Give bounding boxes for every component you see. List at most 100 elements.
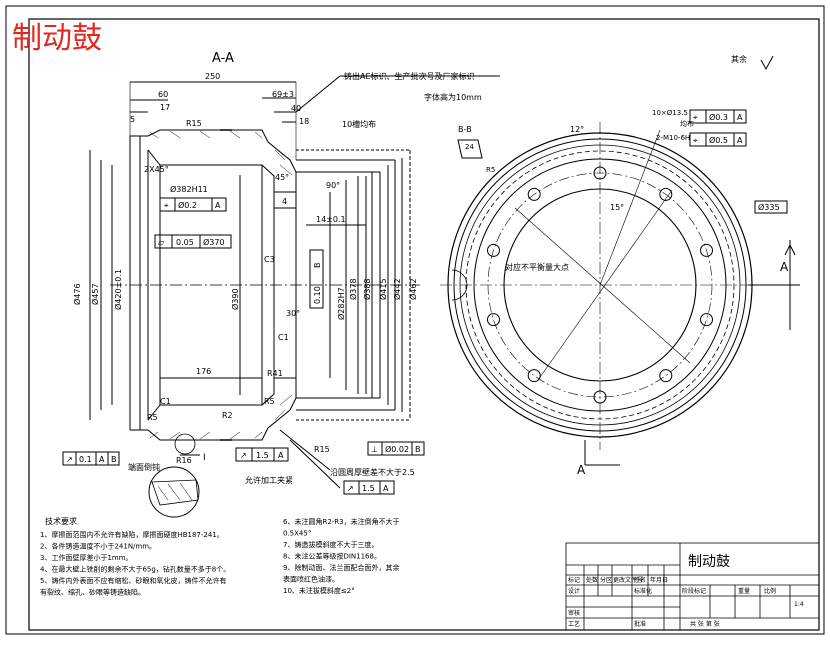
svg-text:A: A [383, 484, 389, 493]
tech-requirements-right: 6、未注圆角R2-R3，未注倒角不大于 0.5X45° 7、铸造拔模斜度不大于三度… [283, 517, 400, 595]
bolt-hole [487, 243, 500, 257]
section-label: A-A [212, 51, 234, 66]
svg-text:Ø0.5: Ø0.5 [709, 135, 728, 145]
dim-382: Ø382H11 [170, 184, 208, 194]
dim-17: 17 [160, 103, 170, 112]
dim-phi378: Ø378 [348, 278, 358, 300]
svg-text:B: B [111, 455, 117, 464]
tech-requirements-left: 1、摩擦面范围内不允许有缺陷，摩擦面硬度HB187-241。2、各件铸造温度不小… [40, 530, 230, 597]
tech-req-line: 0.5X45° [283, 530, 311, 538]
evenly-note: 均布 [680, 119, 694, 128]
tb-stage: 阶段标记 [682, 587, 706, 595]
section-view [89, 75, 500, 489]
dim-phi442: Ø442 [392, 278, 402, 300]
svg-text:1.5: 1.5 [362, 484, 375, 493]
svg-text:B: B [313, 263, 322, 269]
tb-weight: 重量 [738, 587, 750, 595]
tech-req-line: 8、未注公差等级按DIN1168。 [283, 552, 381, 561]
bolt-hole [487, 313, 500, 327]
dim-18: 18 [299, 117, 309, 126]
dim-phi388: Ø388 [362, 278, 372, 300]
tech-req-line: 3、工作面壁厚差小于1mm。 [40, 553, 133, 562]
svg-text:⌖: ⌖ [164, 201, 169, 210]
svg-text:Ø0.3: Ø0.3 [709, 112, 728, 122]
svg-text:Ø370: Ø370 [203, 237, 225, 247]
tol-pos-a: ⌖ Ø0.2 A [159, 197, 227, 212]
dim-14: 14±0.1 [316, 215, 346, 224]
tb-scale-val: 1:4 [794, 601, 804, 608]
dim-phi415: Ø415 [378, 278, 388, 300]
dim-r5b: R5 [147, 413, 158, 422]
tol-perp-002: ⊥ Ø0.02 B [367, 441, 425, 456]
svg-text:0.10: 0.10 [313, 286, 322, 304]
detail-label: 端面倒钝 [128, 462, 160, 472]
bolt-hole [593, 166, 607, 180]
dim-45: 45° [275, 173, 289, 182]
svg-text:A: A [278, 451, 284, 460]
tech-req-line: 7、铸造拔模斜度不大于三度。 [283, 540, 378, 549]
detail-i-marker [174, 433, 196, 455]
tb-count: 处数 [586, 576, 598, 584]
dim-r16: R16 [176, 456, 192, 465]
grooves-note: 10槽均布 [342, 119, 376, 129]
svg-text:1.5: 1.5 [256, 451, 269, 460]
dim-12: 12° [570, 125, 584, 134]
svg-text:B: B [415, 445, 421, 454]
tech-req-line: 2、各件铸造温度不小于241N/mm。 [40, 542, 156, 551]
dim-60: 60 [158, 90, 168, 99]
tol-runout-15b: ↗ 1.5 A [343, 480, 395, 495]
bolt-holes [487, 166, 713, 404]
title-block-name: 制动鼓 [688, 554, 730, 570]
dim-30: 30° [286, 309, 300, 318]
roughness-note: 其余 [731, 54, 747, 64]
phi335-frame [754, 200, 788, 214]
dim-5: 5 [130, 115, 135, 124]
allow-clamp-note: 允许加工夹紧 [245, 475, 293, 485]
dim-r2: R2 [222, 411, 233, 420]
tech-req-line: 表面喷红色油漆。 [283, 575, 339, 584]
bolt-hole [700, 313, 713, 327]
bolt-hole [593, 390, 607, 404]
roughness-icon [760, 55, 774, 71]
tol-runout-15a: ↗ 1.5 A [235, 447, 289, 462]
section-bb-label: B-B [458, 125, 472, 134]
tech-req-line: 9、除制动面、法兰面配合面外，其余 [283, 563, 399, 572]
dim-phi335: Ø335 [758, 202, 780, 212]
dim-phi457: Ø457 [90, 283, 100, 305]
dim-4: 4 [282, 197, 287, 206]
dim-24: 24 [465, 143, 474, 151]
uneven-note: 对应不平衡量大点 [505, 262, 569, 272]
dim-69: 69±3 [272, 90, 294, 99]
svg-text:↗: ↗ [66, 455, 73, 464]
dim-c3: C3 [264, 255, 275, 264]
tol-runout-ab: ↗ 0.1 A B [62, 451, 120, 466]
dim-176: 176 [196, 367, 211, 376]
svg-text:0.1: 0.1 [79, 455, 92, 464]
dim-phi462: Ø462 [408, 278, 418, 300]
dim-15: 15° [610, 203, 624, 212]
tol-flat: ▱ 0.05 Ø370 [154, 234, 232, 249]
dim-phi420: Ø420±0.1 [113, 269, 123, 310]
tech-req-line: 6、未注圆角R2-R3，未注倒角不大于 [283, 517, 400, 526]
bolt-hole [700, 243, 713, 257]
tb-sign: 签名 [634, 576, 646, 584]
dim-90: 90° [326, 181, 340, 190]
front-view [440, 122, 800, 466]
svg-text:Ø0.02: Ø0.02 [385, 444, 409, 454]
dim-r5: R5 [264, 397, 275, 406]
outer-border [5, 5, 825, 635]
bolt-hole [659, 187, 673, 201]
tb-scale: 比例 [764, 587, 776, 595]
svg-text:A: A [99, 455, 105, 464]
bolt-hole [527, 187, 541, 201]
svg-text:Ø0.2: Ø0.2 [178, 200, 197, 210]
tol-perp-b: 0.10 B [309, 249, 324, 309]
tech-req-line: 4、在最大壁上铣削的剩余不大于65g，钻孔数量不多于8个。 [40, 565, 230, 574]
tb-zone: 分区 [600, 576, 612, 584]
detail-i-hatch [151, 479, 199, 506]
bolt-hole [527, 369, 541, 383]
tech-title: 技术要求 [45, 516, 77, 526]
detail-i-circle [148, 466, 200, 518]
wall-thickness-note: 沿圆周厚壁差不大于2.5 [330, 467, 415, 477]
inner-border [28, 18, 820, 631]
